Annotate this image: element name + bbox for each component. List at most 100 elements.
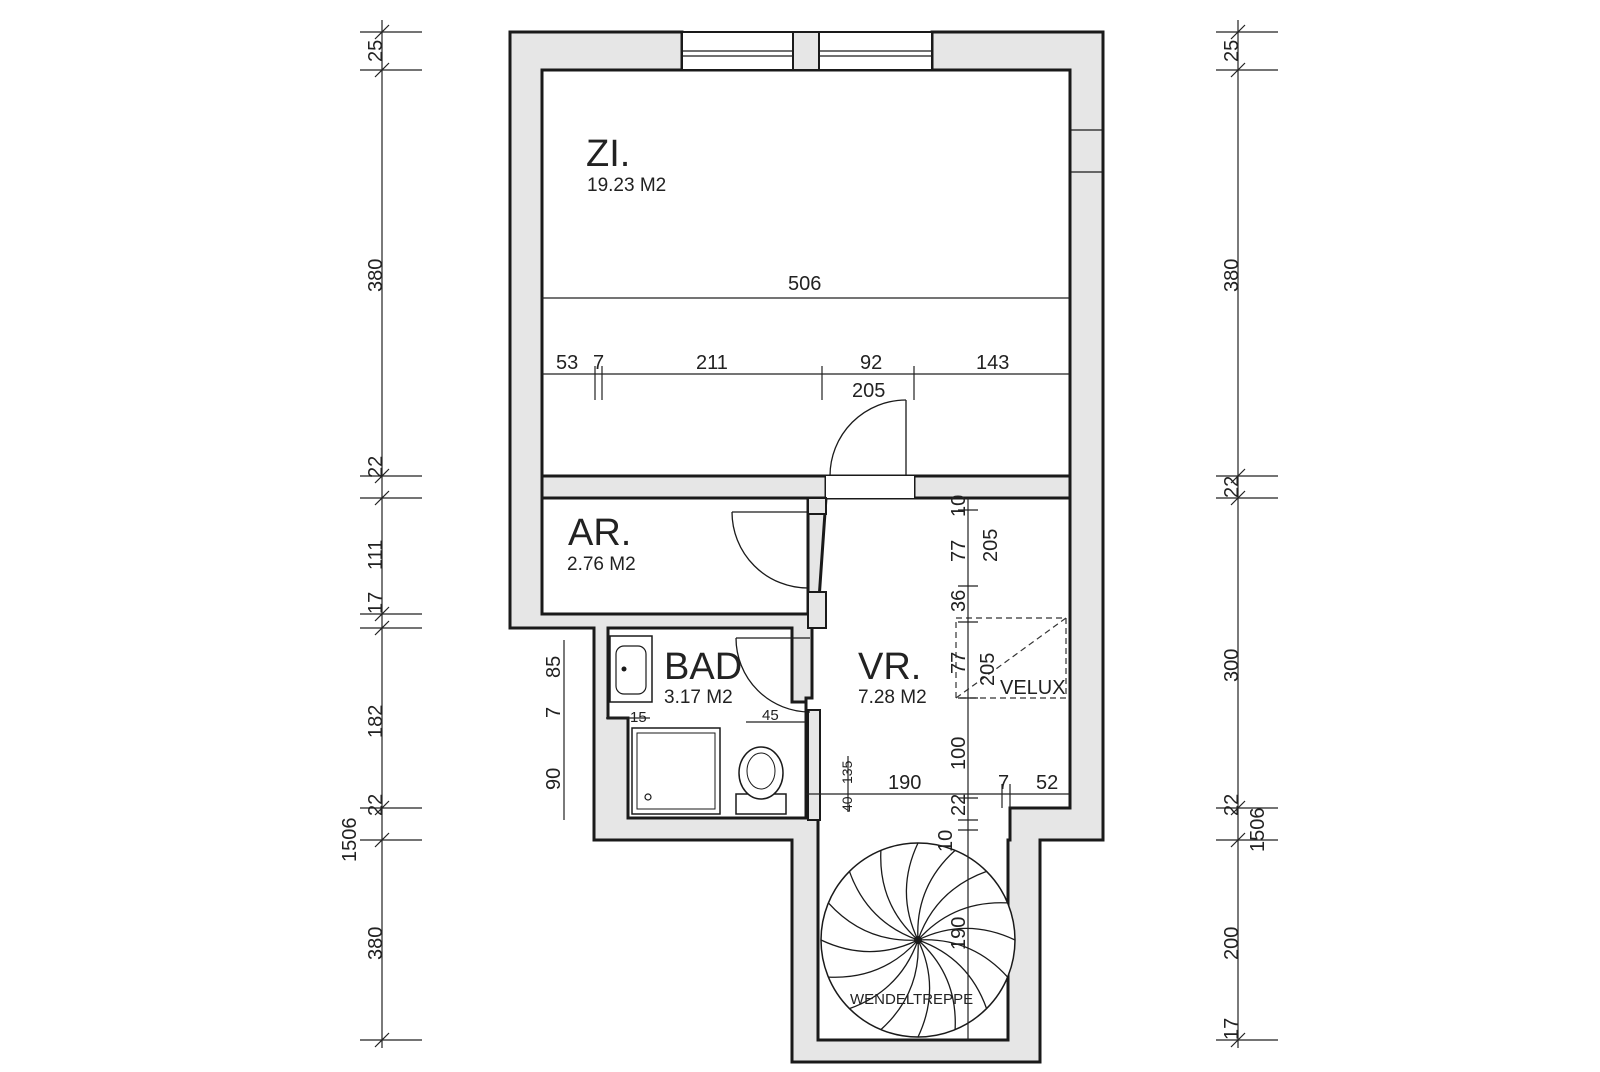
dim-vr-77b: 77 [948, 652, 970, 674]
dim-92: 92 [860, 352, 882, 374]
right-dim-22b: 22 [1221, 794, 1243, 816]
shower-tray [631, 727, 721, 815]
zi-door-opening [826, 476, 914, 498]
dim-tick [1230, 62, 1246, 78]
stair-tread [827, 902, 919, 941]
dim-tick [1230, 24, 1246, 40]
dim-190: 190 [888, 772, 921, 794]
right-dim-25: 25 [1221, 40, 1243, 62]
stair-tread [820, 939, 919, 953]
left-dim-85: 85 [543, 656, 565, 678]
room-vr-area: 7.28 M2 [858, 687, 927, 708]
dim-tick [374, 800, 390, 816]
dim-vr-10: 10 [948, 495, 970, 517]
dim-143: 143 [976, 352, 1009, 374]
door-zi [829, 399, 907, 477]
dim-tick [1230, 490, 1246, 506]
stair-tread [917, 939, 956, 1030]
stair-tread [917, 939, 988, 1009]
right-dim-200: 200 [1221, 927, 1243, 960]
stair-tread [917, 939, 931, 1038]
door-ar [731, 511, 809, 589]
room-ar-name: AR. [568, 512, 631, 554]
right-dim-total: 1506 [1247, 808, 1269, 853]
dim-52: 52 [1036, 772, 1058, 794]
left-dim-380b: 380 [365, 927, 387, 960]
stair-tread [917, 927, 1016, 941]
stair-tread [905, 842, 919, 941]
left-dim-380a: 380 [365, 259, 387, 292]
partition-wall-left [540, 474, 828, 500]
dim-7b: 7 [998, 772, 1009, 794]
room-zi-floor [540, 68, 1072, 478]
left-dim-90: 90 [543, 768, 565, 790]
left-dim-182: 182 [365, 705, 387, 738]
dim-vr-22: 22 [948, 794, 970, 816]
dim-205-door: 205 [852, 380, 885, 402]
left-dim-total: 1506 [339, 818, 361, 863]
room-vr-name: VR. [858, 646, 921, 688]
stair-tread [917, 849, 956, 941]
dim-tick [374, 62, 390, 78]
dim-135: 135 [839, 760, 855, 784]
stair-label: WENDELTREPPE [850, 991, 973, 1008]
stair-tread [880, 939, 919, 1031]
door-bad [735, 637, 811, 713]
dim-vr-100: 100 [948, 737, 970, 770]
dim-tick [1230, 832, 1246, 848]
stair-tread [917, 870, 987, 941]
stair-tread [828, 939, 919, 978]
stair-tread [917, 939, 1009, 978]
dim-53: 53 [556, 352, 578, 374]
wall-stub-ar-bottom [807, 591, 827, 629]
window-mullion [792, 31, 820, 71]
partition-wall-right [912, 474, 1072, 500]
room-zi-area: 19.23 M2 [587, 175, 666, 196]
velux-skylight: VELUX [955, 617, 1067, 699]
room-bad-name: BAD [664, 646, 742, 688]
room-zi-name: ZI. [586, 133, 630, 175]
dim-vr-205b: 205 [977, 653, 999, 686]
room-bad-area: 3.17 M2 [664, 687, 733, 708]
dim-tick [1230, 1032, 1246, 1048]
dim-vr-190: 190 [948, 917, 970, 950]
dim-7a: 7 [593, 352, 604, 374]
left-dim-25: 25 [365, 40, 387, 62]
left-dim-17: 17 [365, 592, 387, 614]
dim-tick [374, 620, 390, 636]
wall-stub-bad [807, 709, 821, 821]
toilet [735, 746, 787, 815]
dim-zi-width: 506 [788, 273, 821, 295]
left-dim-22b: 22 [365, 794, 387, 816]
dim-tick [374, 490, 390, 506]
stair-tread [849, 939, 919, 1010]
left-dim-7: 7 [543, 707, 565, 718]
right-dim-380: 380 [1221, 259, 1243, 292]
dim-40: 40 [839, 796, 855, 812]
left-dim-111: 111 [365, 540, 387, 570]
dim-15: 15 [630, 709, 647, 726]
velux-label: VELUX [1000, 677, 1066, 699]
dim-tick [1230, 468, 1246, 484]
dim-211: 211 [696, 352, 728, 374]
stair-tread [917, 902, 1008, 941]
dim-tick [374, 1032, 390, 1048]
dim-tick [374, 832, 390, 848]
sink [609, 635, 653, 703]
left-dim-22a: 22 [365, 456, 387, 478]
dim-vr-205a: 205 [980, 529, 1002, 562]
dim-tick [1230, 800, 1246, 816]
wall-stub-ar-top [807, 497, 827, 515]
stair-tread [880, 850, 919, 941]
right-dim-22a: 22 [1221, 476, 1243, 498]
right-dim-300: 300 [1221, 649, 1243, 682]
dim-vr-77a: 77 [948, 540, 970, 562]
dim-tick [374, 24, 390, 40]
dim-tick [374, 468, 390, 484]
room-ar-floor [540, 496, 810, 616]
dim-45: 45 [762, 707, 779, 724]
dim-tick [374, 606, 390, 622]
room-ar-area: 2.76 M2 [567, 554, 636, 575]
